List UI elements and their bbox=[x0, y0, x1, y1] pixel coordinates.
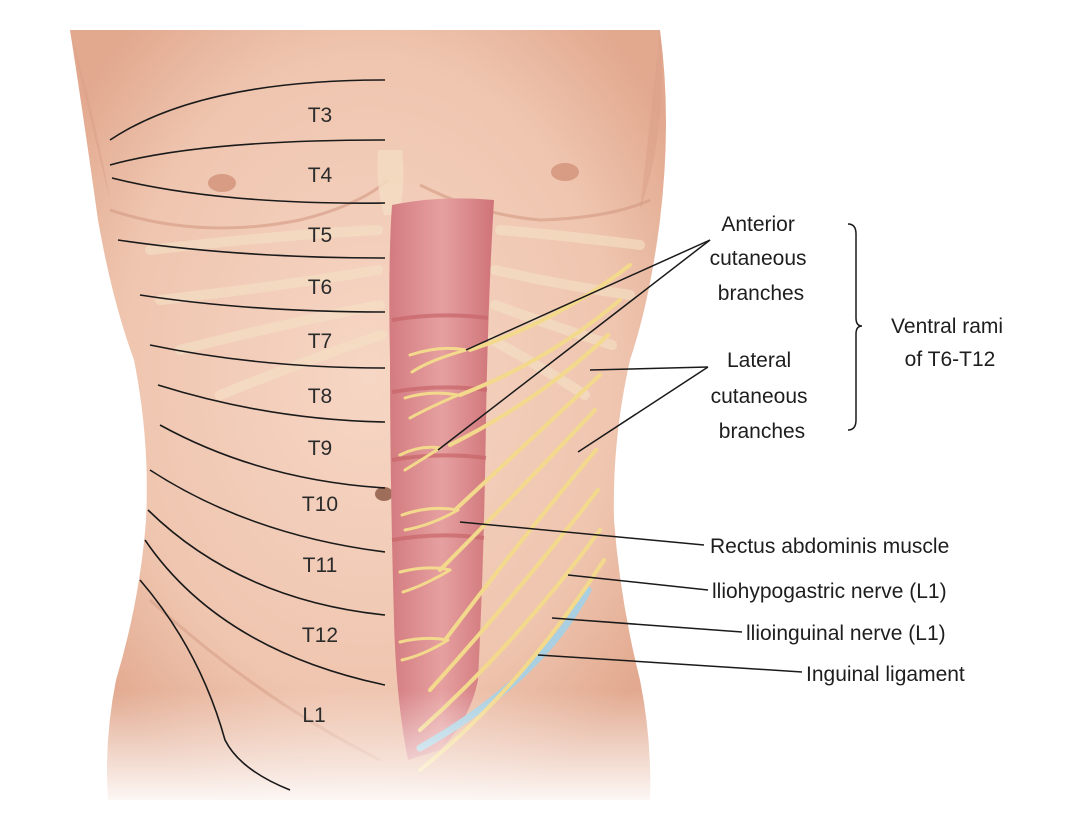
dermatome-label-t5: T5 bbox=[308, 224, 333, 247]
leader-lines bbox=[437, 239, 803, 673]
ventral-rami-brace bbox=[847, 223, 863, 431]
anterior-label-line3: branches bbox=[718, 282, 804, 305]
ventral-label-line2: of T6-T12 bbox=[905, 348, 996, 371]
ilioinguinal-label: llioinguinal nerve (L1) bbox=[746, 622, 946, 645]
lateral-label-line2: cutaneous bbox=[711, 385, 808, 408]
lateral-label-line1: Lateral bbox=[727, 349, 791, 372]
anterior-branches-label: Anterior cutaneous branches bbox=[710, 213, 813, 305]
anterior-label-line2: cutaneous bbox=[710, 247, 807, 270]
iliohypogastric-label: lliohypogastric nerve (L1) bbox=[712, 580, 947, 603]
dermatome-label-t9: T9 bbox=[308, 437, 333, 460]
dermatome-label-t10: T10 bbox=[302, 493, 338, 516]
lateral-label-line3: branches bbox=[719, 420, 805, 443]
dermatome-label-t3: T3 bbox=[308, 104, 333, 127]
dermatome-label-t7: T7 bbox=[308, 330, 333, 353]
dermatome-label-t11: T11 bbox=[303, 554, 338, 577]
ventral-label-line1: Ventral rami bbox=[891, 315, 1003, 338]
dermatome-label-t6: T6 bbox=[308, 276, 333, 299]
anterior-label-line1: Anterior bbox=[721, 213, 795, 236]
dermatome-label-t4: T4 bbox=[308, 164, 333, 187]
ventral-rami-label: Ventral rami of T6-T12 bbox=[891, 315, 1009, 371]
dermatome-labels: T3 T4 T5 T6 T7 T8 T9 T10 T11 T12 L1 bbox=[302, 104, 338, 727]
dermatome-label-l1: L1 bbox=[302, 704, 325, 727]
inguinal-ligament-label: Inguinal ligament bbox=[806, 663, 965, 686]
dermatome-label-t8: T8 bbox=[308, 385, 333, 408]
rectus-abdominis-label: Rectus abdominis muscle bbox=[710, 535, 949, 558]
dermatome-lines bbox=[109, 79, 386, 791]
dermatome-label-t12: T12 bbox=[302, 624, 338, 647]
lateral-branches-label: Lateral cutaneous branches bbox=[711, 349, 814, 443]
callouts: Anterior cutaneous branches Lateral cuta… bbox=[710, 213, 1009, 686]
